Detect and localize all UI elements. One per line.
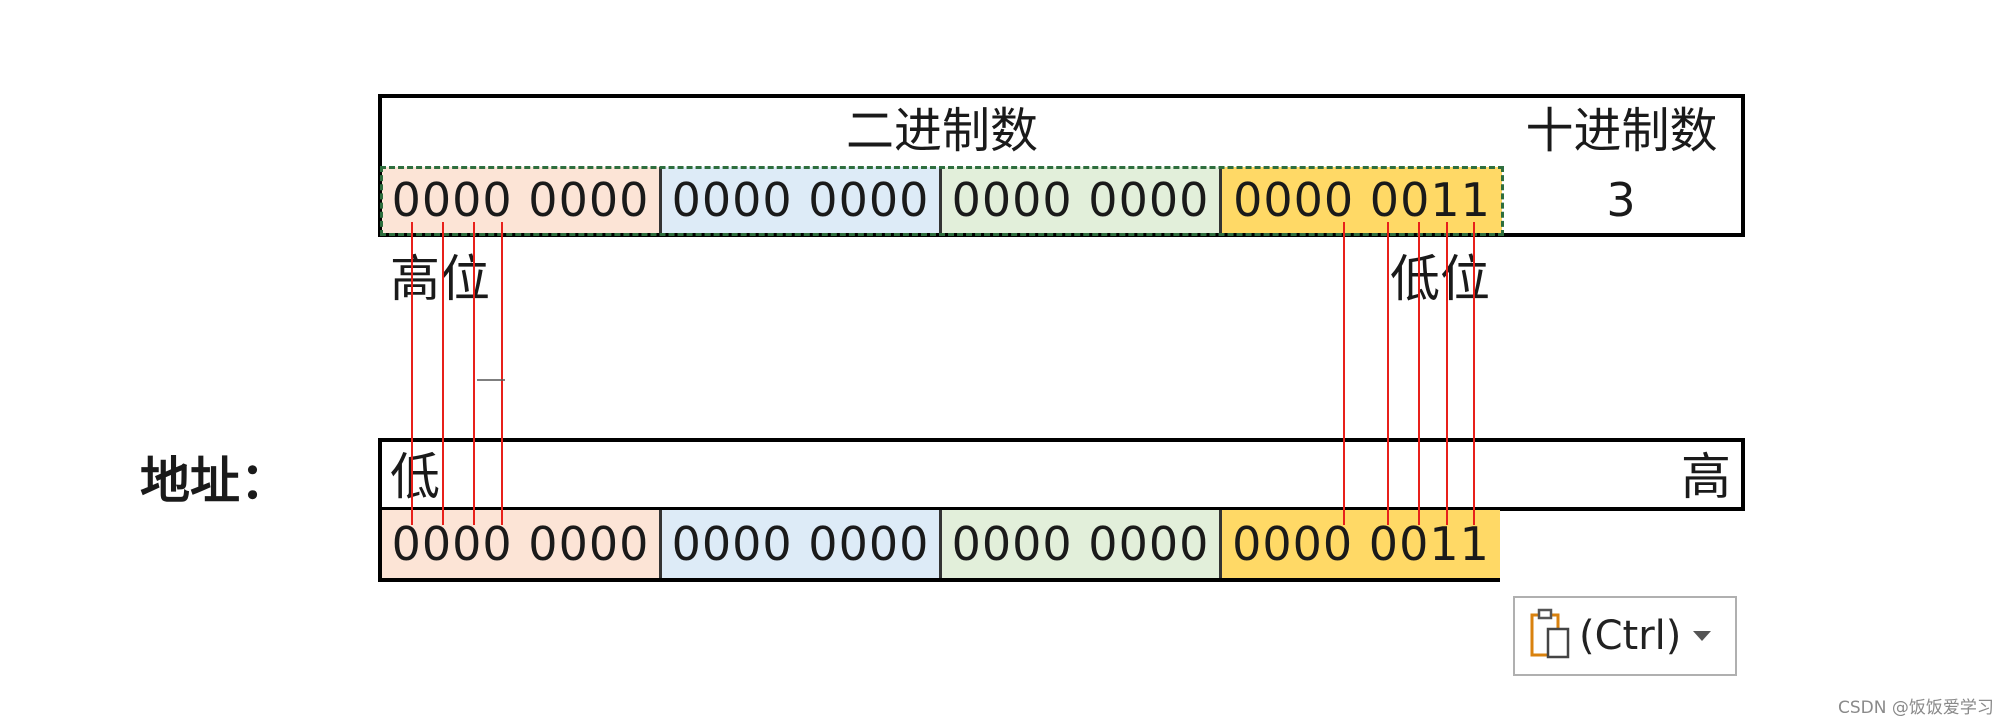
binary-decimal-table: 二进制数 十进制数 0000 0000 0000 0000 0000 0000 … [378, 94, 1745, 237]
chevron-down-icon [1693, 631, 1712, 641]
binary-byte-1[interactable]: 0000 0000 [382, 167, 662, 233]
address-table: 低 高 [378, 438, 1745, 511]
low-bits-label: 低位 [1390, 250, 1490, 308]
address-byte-2[interactable]: 0000 0000 [662, 510, 942, 578]
binary-byte-3[interactable]: 0000 0000 [942, 167, 1222, 233]
address-byte-1[interactable]: 0000 0000 [382, 510, 662, 578]
binary-byte-2[interactable]: 0000 0000 [662, 167, 942, 233]
decimal-header: 十进制数 [1525, 103, 1718, 159]
address-bytes-row: 0000 0000 0000 0000 0000 0000 0000 0011 [378, 510, 1500, 582]
address-label: 地址： [140, 452, 290, 510]
address-low-label: 低 [390, 448, 440, 506]
watermark: CSDN @饭饭爱学习 [1838, 698, 1994, 718]
paste-options-button[interactable]: (Ctrl) [1513, 596, 1737, 676]
high-bits-label: 高位 [390, 250, 490, 308]
paste-options-label: (Ctrl) [1579, 613, 1682, 659]
clipboard-icon [1529, 607, 1573, 665]
copy-selection-marquee [380, 166, 1504, 236]
address-byte-4[interactable]: 0000 0011 [1222, 510, 1500, 578]
binary-byte-4[interactable]: 0000 0011 [1222, 167, 1502, 233]
address-byte-3[interactable]: 0000 0000 [942, 510, 1222, 578]
binary-header: 二进制数 [845, 103, 1038, 159]
decimal-value[interactable]: 3 [1606, 172, 1637, 227]
address-high-label: 高 [1681, 448, 1731, 506]
